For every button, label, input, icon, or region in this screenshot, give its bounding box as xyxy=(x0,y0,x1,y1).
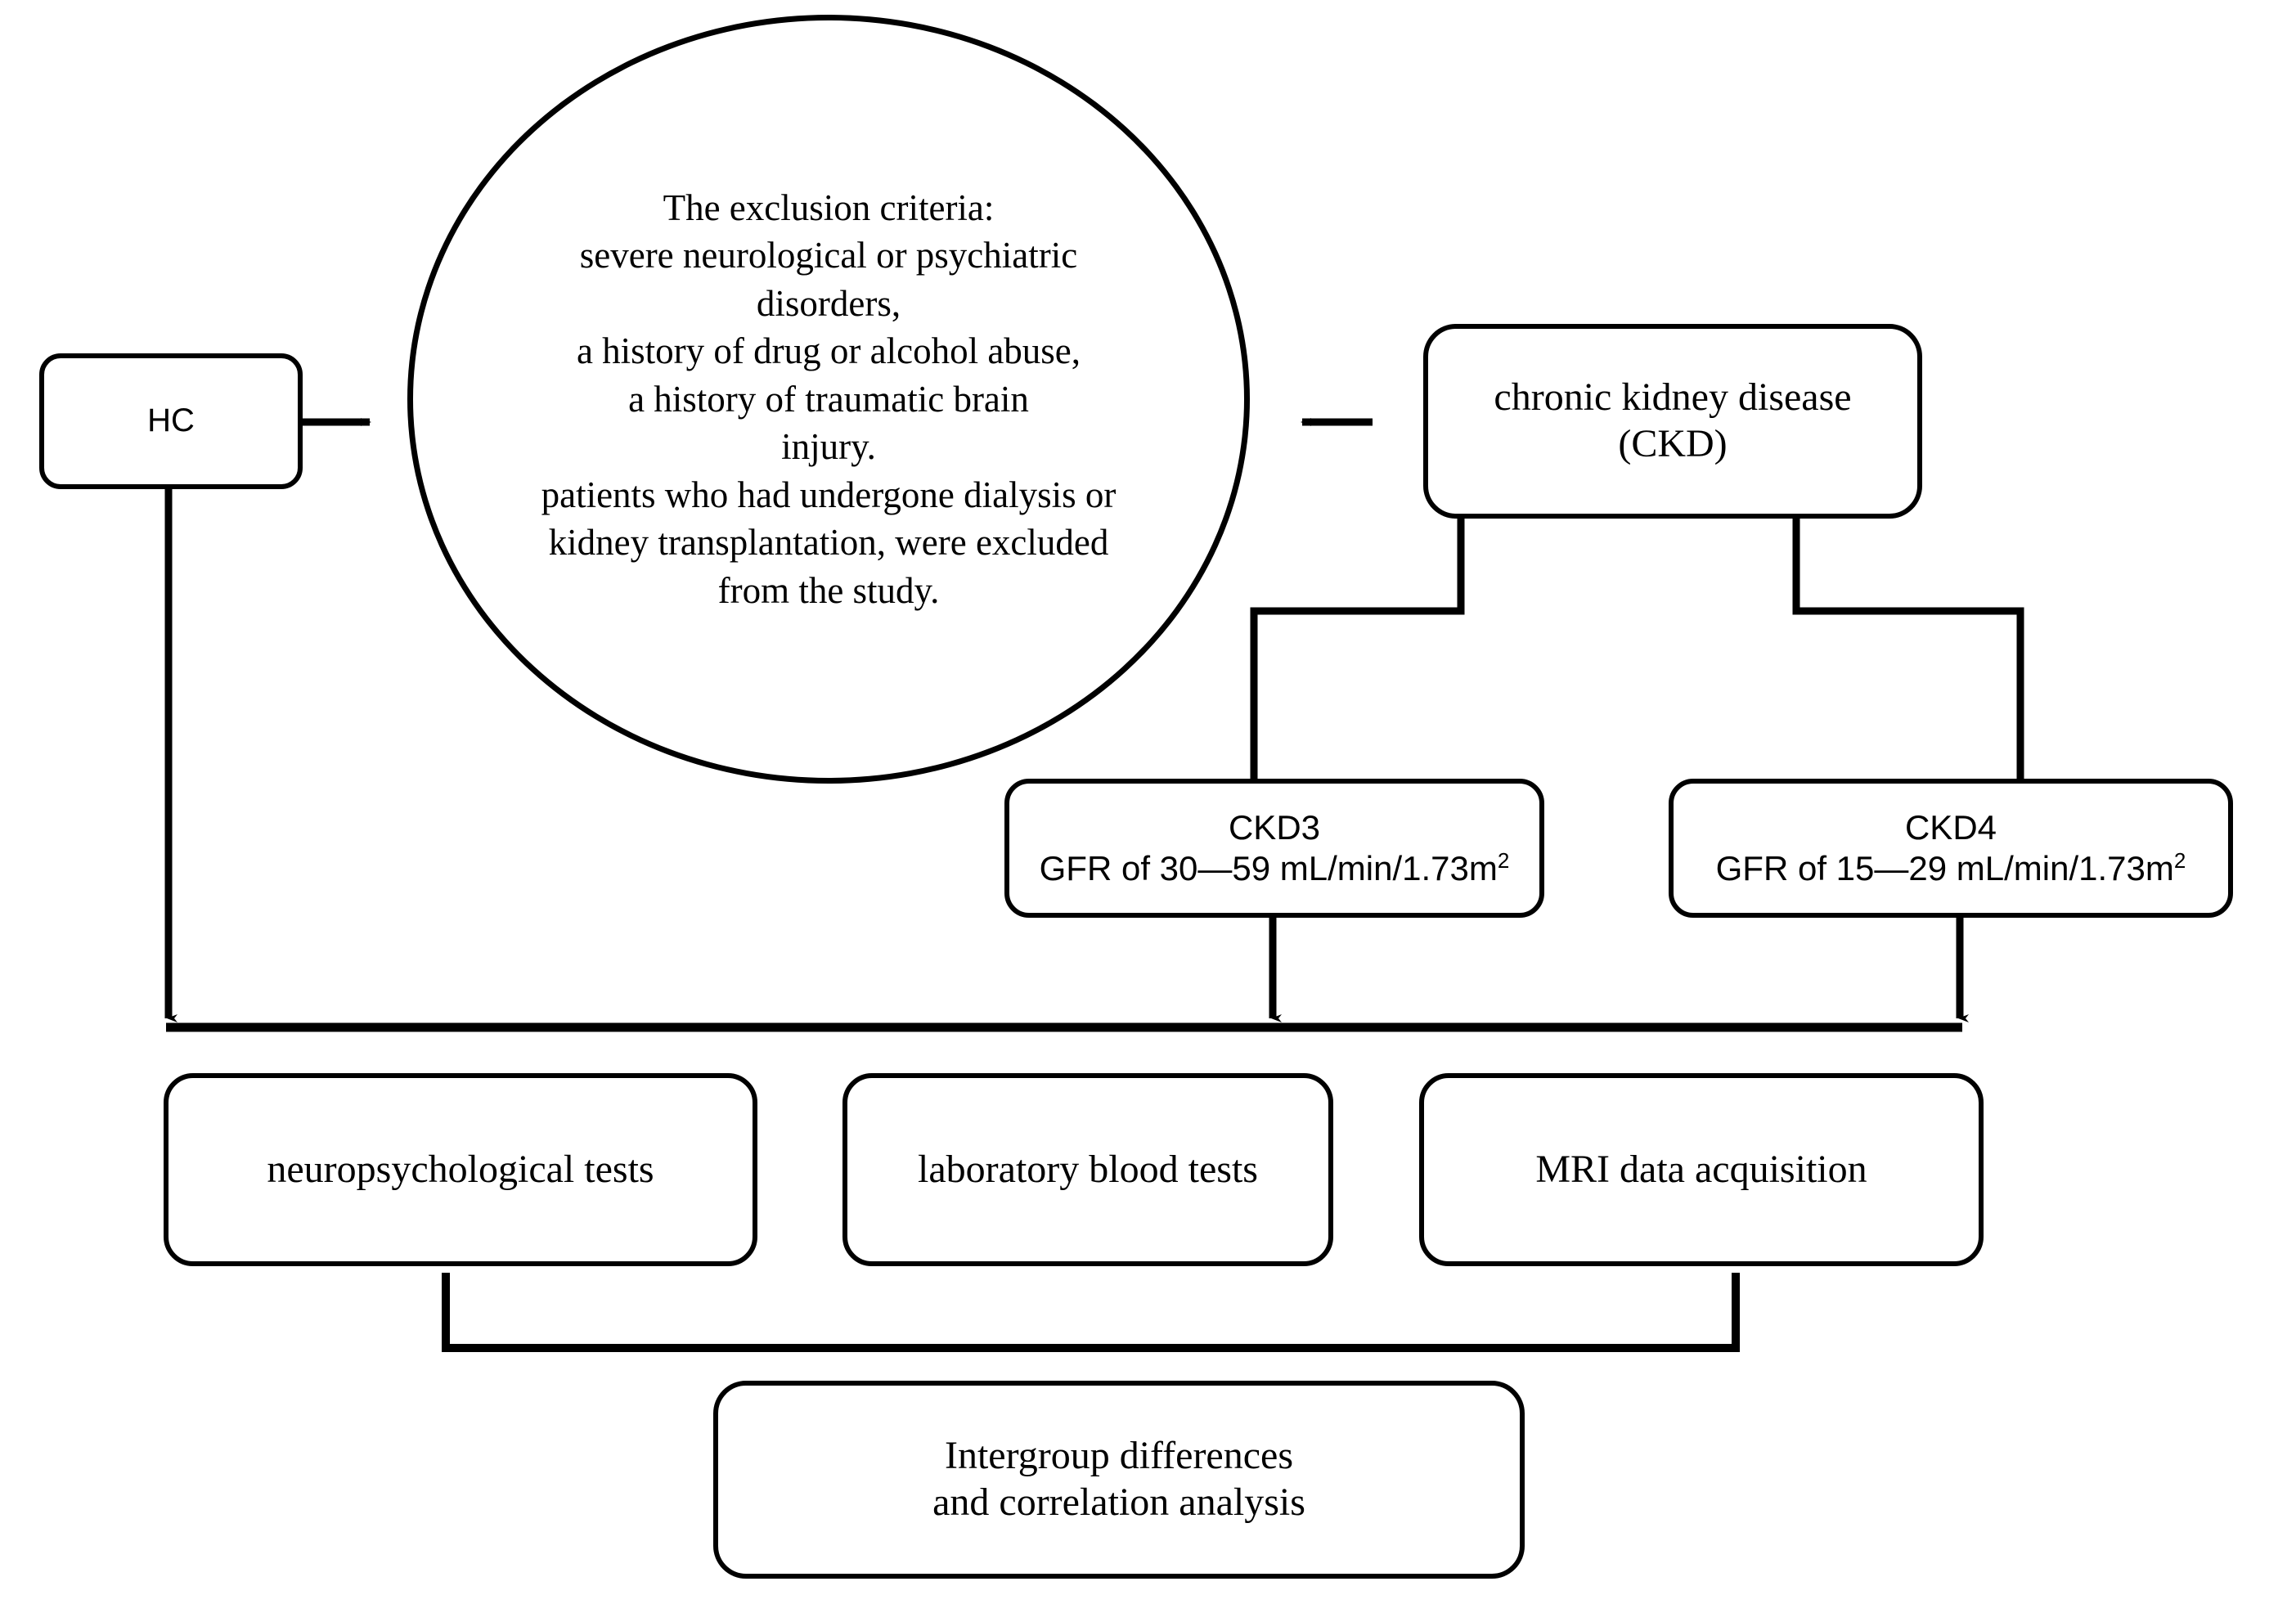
node-ckd3-gfr: GFR of 30—59 mL/min/1.73m2 xyxy=(1031,848,1518,889)
node-mri-data-acquisition[interactable]: MRI data acquisition xyxy=(1419,1073,1984,1266)
edge-ckd-to-ckd3 xyxy=(1250,517,1465,834)
node-neuropsychological-tests-label: neuropsychological tests xyxy=(267,1147,654,1191)
node-neuropsychological-tests[interactable]: neuropsychological tests xyxy=(164,1073,757,1266)
node-mri-data-acquisition-label: MRI data acquisition xyxy=(1535,1147,1867,1191)
node-ckd4-gfr-text: GFR of 15—29 mL/min/1.73m xyxy=(1715,849,2174,887)
node-ckd3-gfr-text: GFR of 30—59 mL/min/1.73m xyxy=(1039,849,1498,887)
node-ckd3-title: CKD3 xyxy=(1228,808,1321,847)
node-ckd3[interactable]: CKD3 GFR of 30—59 mL/min/1.73m2 xyxy=(1004,779,1544,918)
node-hc[interactable]: HC xyxy=(39,353,303,489)
node-exclusion-criteria-label: The exclusion criteria: severe neurologi… xyxy=(541,186,1117,611)
node-exclusion-criteria[interactable]: The exclusion criteria: severe neurologi… xyxy=(407,15,1250,784)
node-ckd3-gfr-exponent: 2 xyxy=(1497,848,1510,873)
node-ckd[interactable]: chronic kidney disease (CKD) xyxy=(1423,324,1922,519)
node-ckd4-title: CKD4 xyxy=(1904,808,1997,847)
node-laboratory-blood-tests-label: laboratory blood tests xyxy=(918,1147,1258,1191)
node-intergroup-analysis[interactable]: Intergroup differences and correlation a… xyxy=(713,1381,1525,1579)
node-ckd4-gfr: GFR of 15—29 mL/min/1.73m2 xyxy=(1708,848,2195,889)
node-ckd4-gfr-exponent: 2 xyxy=(2173,848,2186,873)
node-hc-label: HC xyxy=(147,402,195,439)
node-ckd-label: chronic kidney disease (CKD) xyxy=(1494,375,1852,465)
edge-assessments-to-analysis xyxy=(442,1273,1740,1352)
edge-ckd-to-ckd4 xyxy=(1792,517,2029,834)
node-ckd4[interactable]: CKD4 GFR of 15—29 mL/min/1.73m2 xyxy=(1669,779,2233,918)
node-laboratory-blood-tests[interactable]: laboratory blood tests xyxy=(842,1073,1333,1266)
node-intergroup-analysis-label: Intergroup differences and correlation a… xyxy=(932,1434,1305,1524)
